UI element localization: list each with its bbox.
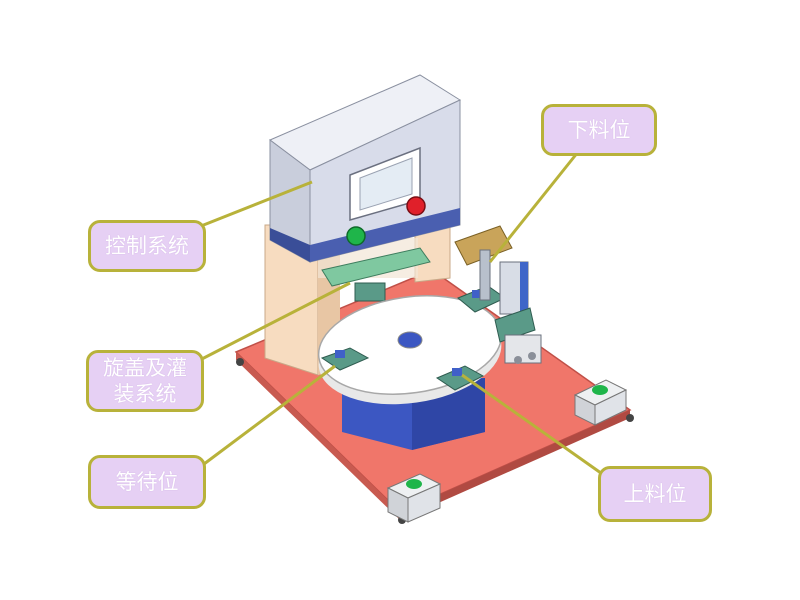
leader-waiting [195, 364, 336, 472]
label-capping-filling-system: 旋盖及灌 装系统 [86, 350, 204, 412]
label-loading-position: 上料位 [598, 466, 712, 522]
capping-head [321, 247, 431, 302]
leader-loading [461, 373, 609, 480]
label-unloading-position: 下料位 [541, 104, 657, 156]
start-button-box-front [386, 473, 442, 523]
start-button-box-right [573, 379, 628, 426]
leader-capping-filling [195, 281, 351, 364]
label-control-system: 控制系统 [88, 220, 206, 272]
label-waiting-position: 等待位 [88, 455, 206, 509]
fixture-loading [435, 365, 485, 391]
unloading-mechanism [454, 225, 542, 364]
control-box [269, 74, 462, 263]
leader-unloading [488, 151, 580, 263]
label-capping-filling-line1: 旋盖及灌 [103, 355, 187, 380]
leader-lines [195, 151, 609, 480]
leader-control-system [195, 180, 313, 230]
label-capping-filling-line2: 装系统 [113, 382, 177, 406]
